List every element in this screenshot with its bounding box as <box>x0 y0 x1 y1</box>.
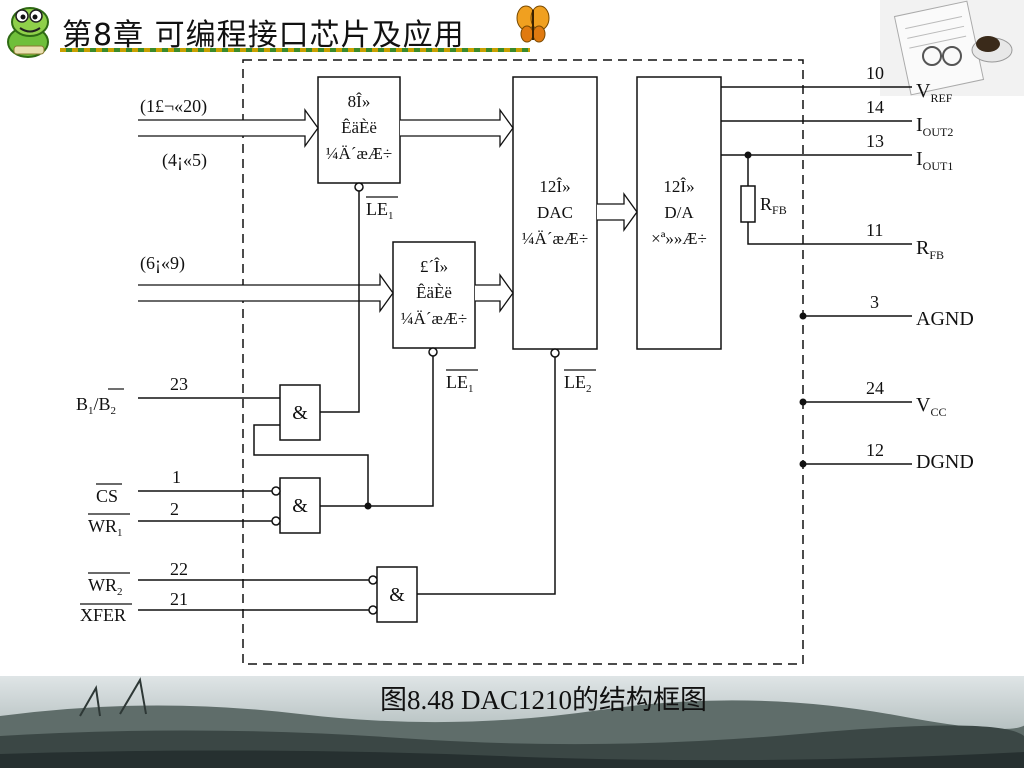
pin-num-10: 10 <box>866 63 884 83</box>
junction-dot-iout1 <box>744 151 752 159</box>
frog-mascot-icon <box>7 7 49 58</box>
junction-dot-dgnd <box>799 460 807 468</box>
pin-name-cs: CS <box>96 486 118 506</box>
pin-name-vcc: VCC <box>916 394 946 419</box>
dac-register-line1: 12Î» <box>539 177 570 196</box>
svg-text:&: & <box>292 402 308 424</box>
label-le2: LE2 <box>564 372 592 395</box>
da-converter-12bit: 12Î» D/A ×ª»»Æ÷ <box>636 76 722 350</box>
pin-num-2: 2 <box>170 499 179 519</box>
input-register-4bit: £´Î» ÊäÈë ¼Ä´æÆ÷ <box>392 241 476 357</box>
input-register-8bit-line1: 8Î» <box>348 92 371 111</box>
svg-text:&: & <box>389 584 405 606</box>
pin-num-11: 11 <box>866 220 883 240</box>
and-gate-3: & <box>368 566 418 623</box>
svg-text:&: & <box>292 495 308 517</box>
da-converter-line2: D/A <box>664 203 694 222</box>
da-converter-line3: ×ª»»Æ÷ <box>651 229 707 248</box>
junction-dot-gate2 <box>364 502 372 510</box>
and-gate-1: & <box>279 384 321 441</box>
bus-label-b1: (1£¬«20) <box>140 96 207 117</box>
junction-dot-vcc <box>799 398 807 406</box>
control-wires <box>138 191 556 611</box>
pin-name-agnd: AGND <box>916 308 974 330</box>
rfb-resistor-label: RFB <box>760 194 787 217</box>
landscape-banner-image <box>0 676 1024 768</box>
figure-caption: 图8.48 DAC1210的结构框图 <box>380 685 708 715</box>
pin-num-23: 23 <box>170 374 188 394</box>
and-gate-2: & <box>271 477 321 534</box>
pin-num-14: 14 <box>866 97 884 117</box>
bus-arrow-b3 <box>138 272 394 314</box>
title-underline <box>60 48 530 52</box>
bus-arrow-reg8-to-dac <box>400 107 514 149</box>
pin-num-21: 21 <box>170 589 188 609</box>
output-wires <box>721 86 912 465</box>
dac-register-12bit: 12Î» DAC ¼Ä´æÆ÷ <box>512 76 598 358</box>
bus-arrow-reg4-to-dac <box>475 272 514 314</box>
pin-name-xfer: XFER <box>80 605 126 625</box>
label-le1-lower: LE1 <box>446 372 474 395</box>
input-register-4bit-line1: £´Î» <box>420 257 448 276</box>
pin-name-wr2: WR2 <box>88 575 123 598</box>
input-register-8bit-line3: ¼Ä´æÆ÷ <box>326 144 392 163</box>
pin-num-24: 24 <box>866 378 884 398</box>
pin-name-iout1: IOUT1 <box>916 148 953 173</box>
pin-name-b1b2: B1/B2 <box>76 394 116 417</box>
pin-name-vref: VREF <box>916 80 953 105</box>
pin-name-dgnd: DGND <box>916 451 974 473</box>
pin-num-12: 12 <box>866 440 884 460</box>
chip-boundary <box>242 59 804 665</box>
input-register-4bit-line3: ¼Ä´æÆ÷ <box>401 309 467 328</box>
bus-label-b2: (4¡«5) <box>162 150 207 171</box>
bus-label-b3: (6¡«9) <box>140 253 185 274</box>
pin-num-3: 3 <box>870 292 879 312</box>
da-converter-line1: 12Î» <box>663 177 694 196</box>
junction-dot-agnd <box>799 312 807 320</box>
dac-register-line3: ¼Ä´æÆ÷ <box>522 229 588 248</box>
bus-arrow-b1 <box>138 107 319 149</box>
input-register-8bit-line2: ÊäÈë <box>341 118 377 137</box>
pin-name-rfb: RFB <box>916 237 944 262</box>
pin-num-13: 13 <box>866 131 884 151</box>
bus-arrow-dac-to-conv <box>597 191 638 233</box>
pin-name-wr1: WR1 <box>88 516 123 539</box>
label-le1-upper: LE1 <box>366 199 394 222</box>
input-register-4bit-line2: ÊäÈë <box>416 283 452 302</box>
pin-name-iout2: IOUT2 <box>916 114 953 139</box>
pin-num-1: 1 <box>172 467 181 487</box>
newspaper-coffee-icon <box>880 0 1024 96</box>
slide-title: 第8章 可编程接口芯片及应用 <box>62 18 465 53</box>
dac-register-line2: DAC <box>537 203 573 222</box>
butterfly-icon <box>516 5 550 43</box>
pin-num-22: 22 <box>170 559 188 579</box>
input-register-8bit: 8Î» ÊäÈë ¼Ä´æÆ÷ <box>317 76 401 192</box>
